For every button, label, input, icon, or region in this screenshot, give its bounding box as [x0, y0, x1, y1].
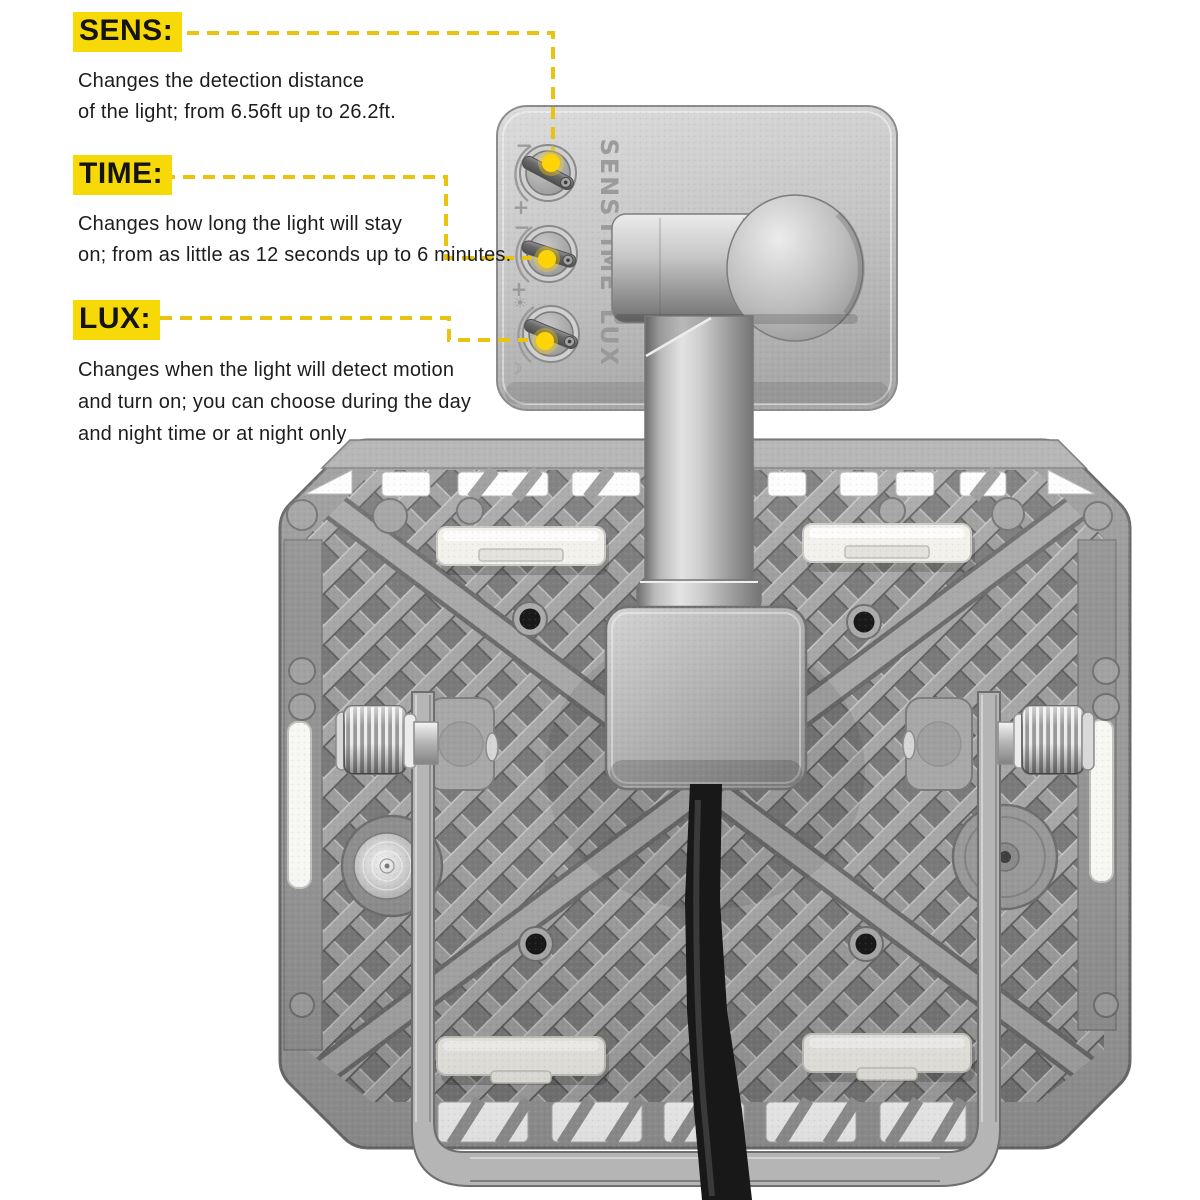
callout-sens-label: SENS:	[73, 12, 183, 52]
lux-knob-marker-dot	[536, 332, 554, 350]
lux-leader-line	[160, 316, 528, 342]
callout-sens-text: Changes the detection distance of the li…	[73, 66, 396, 128]
cable-body	[685, 784, 752, 1200]
lux-knob-arc	[517, 305, 535, 363]
junction-box	[604, 605, 808, 791]
callout-lux-label: LUX:	[73, 300, 160, 340]
cable-highlight	[693, 799, 715, 1197]
callout-sens-line1: Changes the detection distance	[78, 69, 365, 92]
callout-time-text: Changes how long the light will stay on;…	[73, 209, 511, 271]
callout-time-line2: on; from as little as 12 seconds up to 6…	[78, 243, 512, 266]
callout-time-label: TIME:	[73, 155, 173, 195]
pole-cylinder	[644, 315, 754, 611]
sensor-arm	[611, 194, 865, 342]
right-thumbscrew	[997, 705, 1095, 775]
callout-lux: LUX: Changes when the light will detect …	[73, 300, 471, 450]
callout-sens-line2: of the light; from 6.56ft up to 26.2ft.	[78, 100, 396, 123]
time-knob-arc	[515, 225, 533, 283]
sens-knob	[514, 144, 577, 202]
power-cable	[685, 784, 752, 1200]
sens-knob-marker-dot	[542, 154, 560, 172]
time-minus-mark: −	[514, 215, 531, 239]
callout-lux-line1: Changes when the light will detect motio…	[78, 358, 455, 381]
lux-day-icon: ☀	[513, 294, 526, 312]
lux-night-icon: ☽	[508, 359, 522, 378]
time-knob	[515, 225, 578, 283]
sens-plus-mark: +	[513, 195, 530, 219]
lux-knob	[517, 305, 580, 363]
time-knob-marker-dot	[538, 250, 556, 268]
time-plus-mark: +	[511, 277, 528, 301]
elbow-chamfer-edge	[645, 316, 712, 358]
callout-time: TIME: Changes how long the light will st…	[73, 155, 511, 271]
sens-knob-label: SENS	[595, 138, 623, 217]
sens-minus-mark: −	[516, 133, 533, 157]
callout-lux-line3: and night time or at night only	[78, 422, 347, 445]
sens-leader-line	[167, 31, 555, 150]
callout-lux-line2: and turn on; you can choose during the d…	[78, 390, 472, 413]
callout-sens: SENS: Changes the detection distance of …	[73, 12, 396, 128]
yoke-band	[411, 691, 1001, 1187]
left-thumbscrew-neck	[413, 721, 439, 765]
callout-lux-text: Changes when the light will detect motio…	[73, 354, 471, 450]
callout-time-line1: Changes how long the light will stay	[78, 212, 403, 235]
callout-leader-lines	[160, 31, 555, 342]
sens-knob-arc	[514, 144, 532, 202]
time-leader-line	[163, 175, 532, 260]
motion-sensor-head: − + − + ☀ ☽ SENS TIME LUX	[496, 105, 898, 411]
sensor-arm-ball-joint	[726, 194, 864, 342]
pole-collar	[636, 579, 762, 611]
sensor-pole	[636, 315, 762, 611]
left-thumbscrew	[335, 705, 439, 775]
